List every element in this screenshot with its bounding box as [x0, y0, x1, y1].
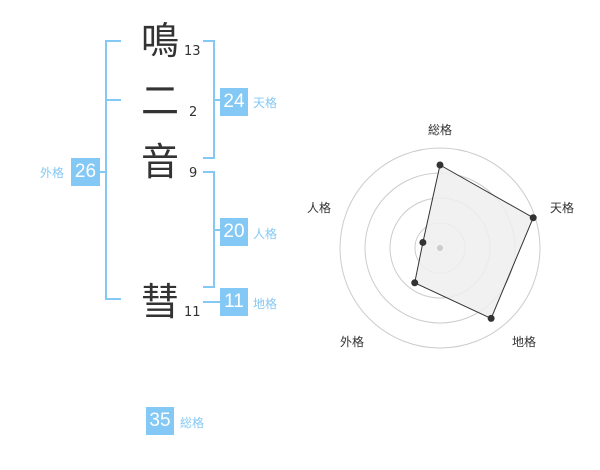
- name-char-1: 鳴: [140, 19, 179, 63]
- jinkaku-value: 20: [220, 218, 248, 246]
- soukaku-label: 総格: [180, 416, 205, 430]
- radar-point-4: [411, 279, 419, 287]
- chikaku-value: 11: [220, 288, 248, 316]
- soukaku-value: 35: [146, 407, 174, 435]
- radar-polygon: [414, 164, 534, 320]
- radar-center-dot: [437, 245, 443, 251]
- radar-axis-tenkaku: 天格: [550, 201, 575, 215]
- name-char-2: 二: [140, 79, 179, 123]
- stroke-count-1: 13: [184, 44, 201, 59]
- radar-point-5: [419, 238, 427, 246]
- stroke-count-2: 2: [189, 105, 198, 120]
- tenkaku-value: 24: [220, 88, 248, 116]
- radar-axis-gaikaku: 外格: [340, 335, 365, 349]
- chikaku-label: 地格: [253, 297, 278, 311]
- name-char-3: 音: [140, 140, 179, 184]
- radar-point-2: [529, 214, 537, 222]
- radar-point-1: [436, 161, 444, 169]
- radar-axis-chikaku: 地格: [512, 335, 537, 349]
- stroke-count-4: 11: [184, 305, 201, 320]
- stroke-count-3: 9: [189, 166, 198, 181]
- radar-points: [411, 161, 537, 322]
- name-char-4: 彗: [140, 280, 179, 324]
- gaikaku-bracket: [105, 40, 121, 300]
- radar-axis-soukaku: 総格: [428, 123, 453, 137]
- radar-ring-4: [339, 147, 541, 349]
- radar-axis-jinkaku: 人格: [307, 201, 332, 215]
- radar-point-3: [487, 314, 495, 322]
- gaikaku-value: 26: [71, 158, 100, 186]
- gaikaku-label: 外格: [40, 166, 65, 180]
- jinkaku-label: 人格: [253, 227, 278, 241]
- tenkaku-label: 天格: [253, 96, 278, 110]
